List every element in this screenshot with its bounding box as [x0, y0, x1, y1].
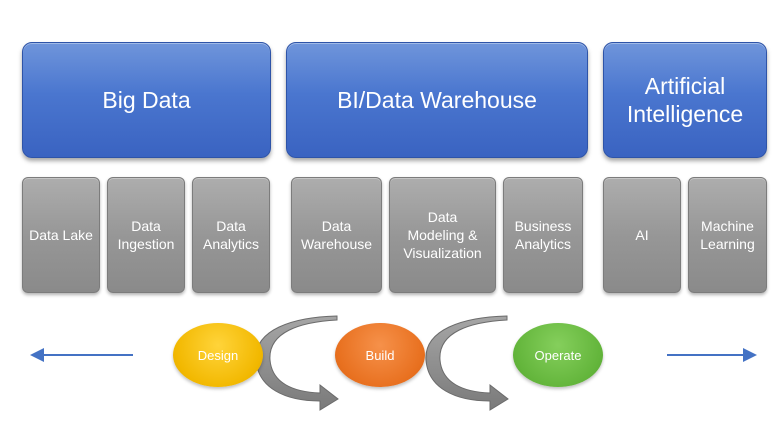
tile-data-analytics: Data Analytics — [192, 177, 270, 293]
tile-data-ingestion-label: Data Ingestion — [117, 218, 175, 252]
tile-business-analytics-label: Business Analytics — [514, 218, 572, 252]
category-big-data: Big Data — [22, 42, 271, 158]
category-big-data-label: Big Data — [102, 87, 191, 113]
curved-arrow-icon-2 — [425, 315, 509, 411]
tile-data-warehouse-label: Data Warehouse — [300, 218, 373, 252]
tile-business-analytics: Business Analytics — [503, 177, 583, 293]
lifecycle-operate-label: Operate — [534, 347, 582, 363]
right-arrow-icon — [667, 348, 757, 362]
tile-data-modeling-label: Data Modeling & Visualization — [403, 209, 482, 261]
curved-arrow-icon-1 — [255, 315, 339, 411]
tile-data-lake-label: Data Lake — [29, 227, 93, 243]
category-bi-data-warehouse: BI/Data Warehouse — [286, 42, 588, 158]
tile-data-modeling-visualization: Data Modeling & Visualization — [389, 177, 496, 293]
lifecycle-design-label: Design — [197, 347, 239, 363]
category-bi-data-warehouse-label: BI/Data Warehouse — [337, 87, 537, 113]
tile-data-ingestion: Data Ingestion — [107, 177, 185, 293]
category-artificial-intelligence: Artificial Intelligence — [603, 42, 767, 158]
lifecycle-design: Design — [173, 323, 263, 387]
lifecycle-build: Build — [335, 323, 425, 387]
tile-ai-label: AI — [635, 227, 649, 243]
tile-ai: AI — [603, 177, 681, 293]
tile-data-lake: Data Lake — [22, 177, 100, 293]
tile-machine-learning-label: Machine Learning — [700, 218, 755, 252]
tile-machine-learning: Machine Learning — [688, 177, 767, 293]
tile-data-warehouse: Data Warehouse — [291, 177, 382, 293]
lifecycle-build-label: Build — [365, 347, 395, 363]
tile-data-analytics-label: Data Analytics — [202, 218, 260, 252]
left-arrow-icon — [30, 348, 133, 362]
category-ai-label: Artificial Intelligence — [626, 73, 744, 127]
lifecycle-operate: Operate — [513, 323, 603, 387]
